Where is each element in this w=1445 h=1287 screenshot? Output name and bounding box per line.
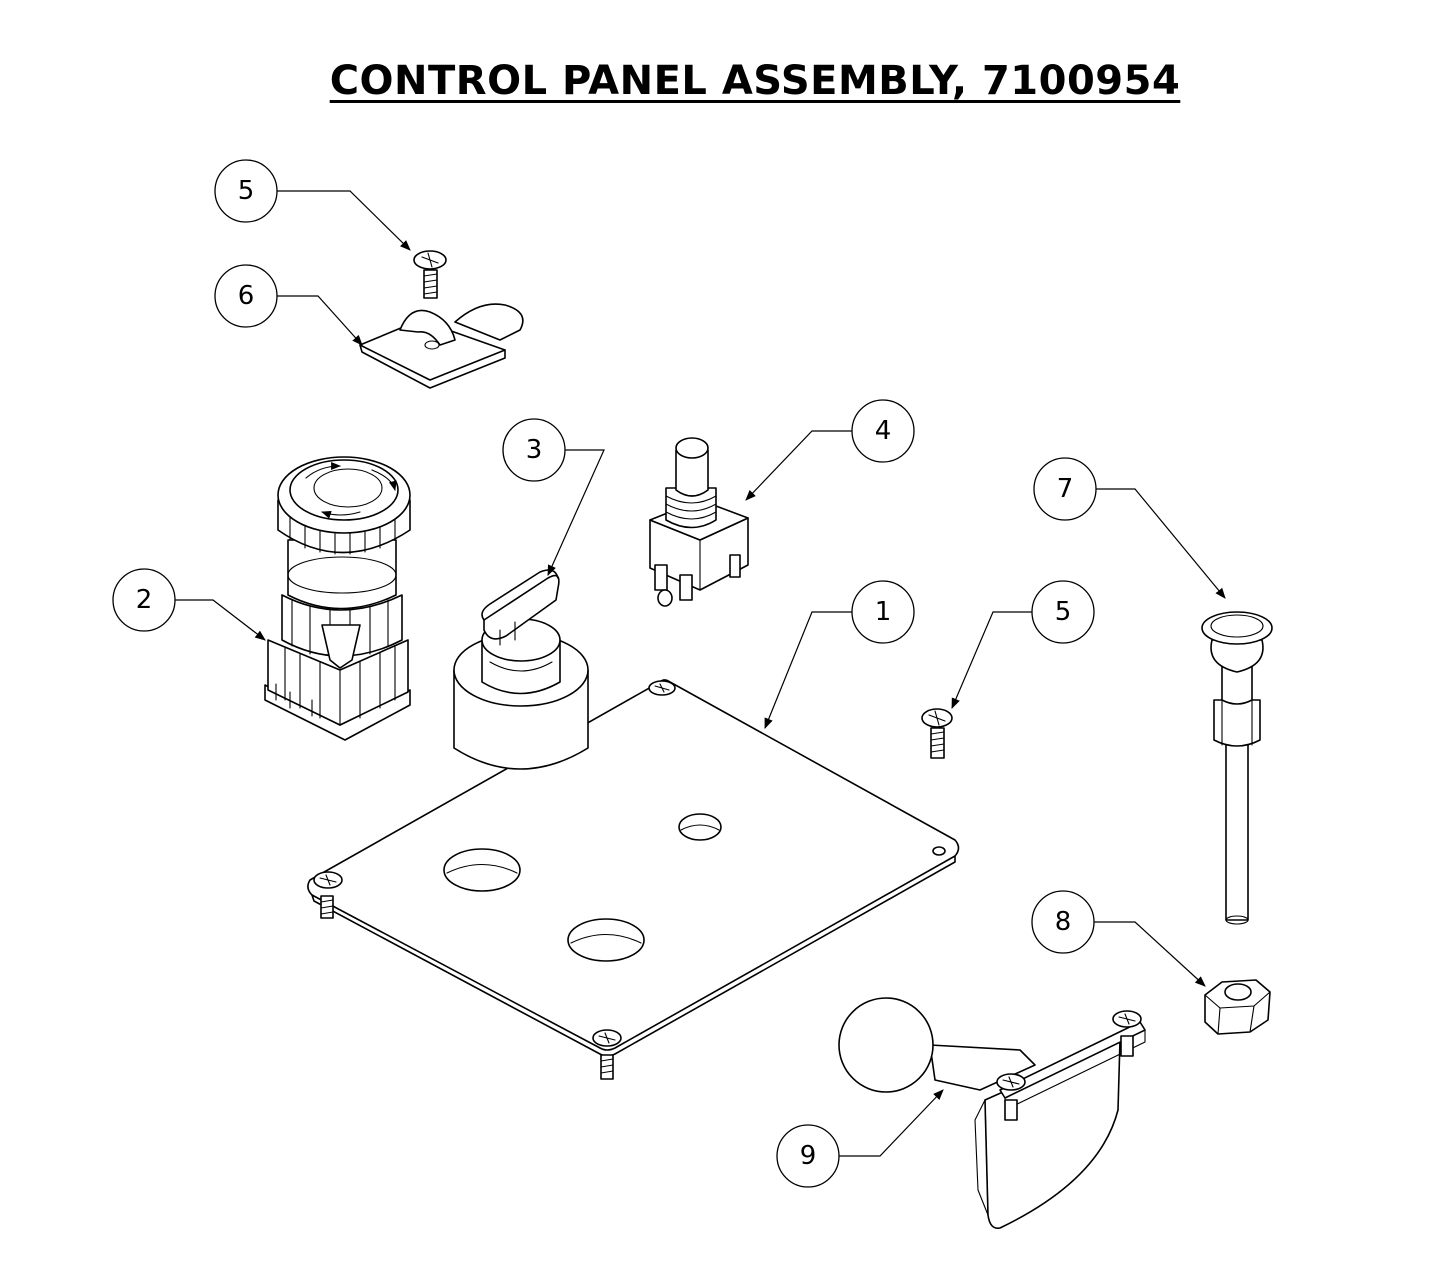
selector-switch bbox=[453, 569, 589, 770]
panel-screw-top bbox=[648, 680, 676, 696]
svg-text:8: 8 bbox=[1055, 907, 1072, 937]
svg-text:3: 3 bbox=[526, 435, 543, 465]
callout-leaders bbox=[175, 190, 1226, 1157]
svg-text:7: 7 bbox=[1057, 474, 1074, 504]
svg-text:6: 6 bbox=[238, 281, 255, 311]
callout-3: 3 bbox=[502, 418, 566, 482]
callout-8: 8 bbox=[1031, 890, 1095, 954]
svg-text:2: 2 bbox=[136, 585, 153, 615]
panel-plate bbox=[307, 679, 960, 1057]
callout-6: 6 bbox=[214, 264, 278, 328]
callout-5-right: 5 bbox=[1031, 580, 1095, 644]
callout-7: 7 bbox=[1033, 457, 1097, 521]
screw-top bbox=[413, 250, 447, 299]
callout-5-top: 5 bbox=[214, 159, 278, 223]
emergency-stop-button bbox=[264, 456, 411, 741]
push-button-switch bbox=[649, 437, 749, 607]
diagram-title: CONTROL PANEL ASSEMBLY, 7100954 bbox=[329, 58, 1181, 104]
push-rod-button bbox=[1201, 611, 1273, 925]
callout-9: 9 bbox=[776, 1124, 840, 1188]
svg-text:1: 1 bbox=[875, 597, 892, 627]
hex-nut bbox=[1204, 979, 1271, 1035]
callout-2: 2 bbox=[112, 568, 176, 632]
mounting-clip bbox=[359, 303, 524, 389]
panel-screw-bottom bbox=[592, 1029, 622, 1080]
callout-1: 1 bbox=[851, 580, 915, 644]
svg-text:9: 9 bbox=[800, 1141, 817, 1171]
screw-right bbox=[921, 708, 953, 759]
svg-text:5: 5 bbox=[1055, 597, 1072, 627]
svg-text:5: 5 bbox=[238, 176, 255, 206]
panel-screw-left bbox=[313, 871, 343, 919]
float-bracket-assembly bbox=[838, 997, 1146, 1230]
svg-text:4: 4 bbox=[875, 416, 892, 446]
callout-4: 4 bbox=[851, 399, 915, 463]
